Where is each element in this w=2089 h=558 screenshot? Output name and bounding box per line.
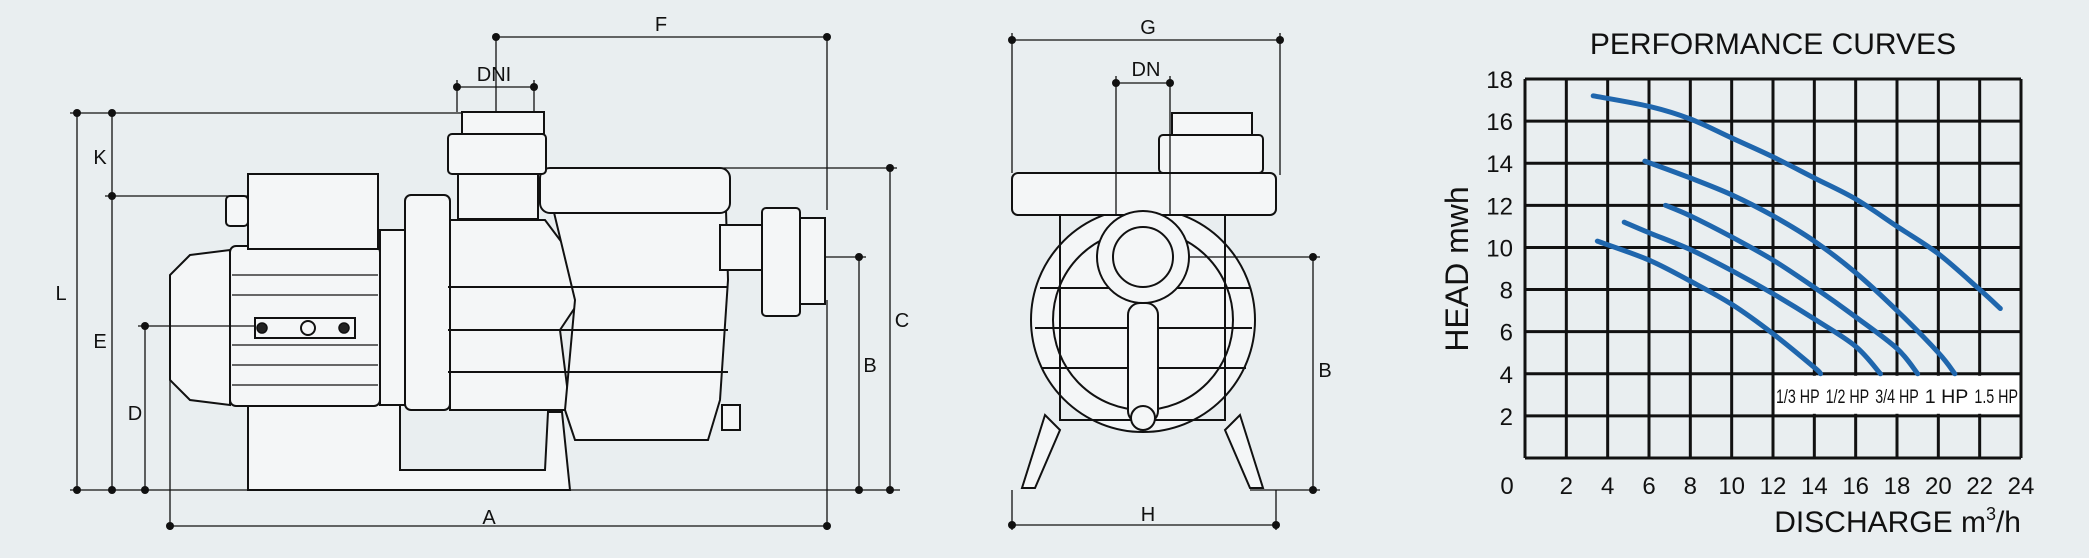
motor-flange <box>379 229 406 406</box>
chart-title: PERFORMANCE CURVES <box>1590 28 1956 61</box>
performance-chart: PERFORMANCE CURVES HEAD mwh DISCHARGE m3… <box>1439 28 2034 539</box>
x-tick-label: 18 <box>1884 473 1911 500</box>
side-view-drawing: F DNI K L E D A C B <box>55 14 909 530</box>
x-tick-label: 8 <box>1684 473 1697 500</box>
pump-housing <box>449 219 582 411</box>
y-tick-label: 16 <box>1486 109 1513 136</box>
legend-label: 3/4 HP <box>1875 387 1919 408</box>
inlet-union <box>447 133 547 175</box>
y-tick-label: 12 <box>1486 193 1513 220</box>
curve-1-5-hp <box>1590 93 2003 312</box>
dimension-label-D: D <box>128 403 142 425</box>
x-tick-label: 14 <box>1801 473 1828 500</box>
legend-label: 1.5 HP <box>1974 387 2018 408</box>
dimension-label-DN: DN <box>1132 59 1161 81</box>
chart-grid <box>1523 77 2023 460</box>
curve-1-2-hp <box>1621 219 1883 377</box>
drain-plug <box>721 404 741 431</box>
strainer-lid <box>539 167 731 214</box>
inlet-nut-top <box>461 111 545 135</box>
cable-gland <box>225 195 249 227</box>
motor-fan-cover <box>169 248 231 407</box>
dimension-label-B: B <box>863 355 876 377</box>
dimension-label-E: E <box>93 331 106 353</box>
x-axis-label-suffix: /h <box>1996 506 2021 539</box>
x-tick-label: 0 <box>1500 473 1513 500</box>
x-tick-label: 20 <box>1925 473 1952 500</box>
front-lid <box>1011 172 1277 216</box>
x-tick-label: 12 <box>1760 473 1787 500</box>
dimension-label-L: L <box>55 283 66 305</box>
dimension-label-K: K <box>93 147 107 169</box>
y-tick-label: 14 <box>1486 151 1513 178</box>
dimension-label-B-front: B <box>1318 360 1331 382</box>
terminal-box <box>247 173 379 250</box>
x-tick-label: 10 <box>1718 473 1745 500</box>
x-tick-label: 24 <box>2008 473 2035 500</box>
curve-1-hp <box>1642 158 1958 377</box>
x-tick-label: 6 <box>1642 473 1655 500</box>
inlet-port-inner <box>1112 226 1174 288</box>
y-tick-label: 18 <box>1486 67 1513 94</box>
x-axis-label-main: DISCHARGE m <box>1774 506 1986 539</box>
pump-base <box>247 399 572 491</box>
x-tick-label: 2 <box>1560 473 1573 500</box>
y-tick-label: 4 <box>1500 362 1513 389</box>
dimension-label-F: F <box>655 14 667 36</box>
front-feet <box>1020 413 1265 489</box>
outlet-end <box>799 217 826 305</box>
y-tick-label: 2 <box>1500 404 1513 431</box>
x-tick-label: 22 <box>1966 473 1993 500</box>
x-axis-label-sup: 3 <box>1986 504 1996 524</box>
front-dimension-lines <box>1008 33 1320 530</box>
inlet-pipe <box>457 173 539 220</box>
switch-panel <box>254 317 356 339</box>
x-tick-label: 16 <box>1842 473 1869 500</box>
dimension-label-A: A <box>482 507 496 529</box>
dimension-label-G: G <box>1140 17 1156 39</box>
motor-fins <box>232 274 378 386</box>
legend-label: 1/3 HP <box>1776 387 1820 408</box>
y-tick-label: 8 <box>1500 278 1513 305</box>
front-cap-top <box>1171 112 1253 136</box>
y-axis-label: HEAD mwh <box>1439 186 1475 351</box>
chart-curves <box>1590 93 2003 377</box>
y-tick-label: 6 <box>1500 320 1513 347</box>
front-view-drawing: G DN B H <box>1008 17 1332 530</box>
y-tick-label: 10 <box>1486 235 1513 262</box>
x-axis-label: DISCHARGE m3/h <box>1774 504 2021 539</box>
x-tick-label: 4 <box>1601 473 1614 500</box>
drain-knob <box>1130 405 1156 431</box>
curve-3-4-hp <box>1663 202 1921 377</box>
legend-label: 1 HP <box>1925 387 1969 408</box>
pump-flange <box>404 194 451 411</box>
outlet-union <box>761 207 801 317</box>
front-cap <box>1158 134 1264 174</box>
curve-1-3-hp <box>1594 238 1824 377</box>
basket-ribs <box>448 286 728 373</box>
dimension-lines <box>70 33 900 530</box>
outlet-pipe <box>719 224 766 271</box>
dimension-label-DNI: DNI <box>477 64 511 86</box>
legend-box <box>1775 375 2019 414</box>
dimension-label-C: C <box>895 310 909 332</box>
dimension-label-H: H <box>1141 504 1155 526</box>
legend-label: 1/2 HP <box>1826 387 1870 408</box>
